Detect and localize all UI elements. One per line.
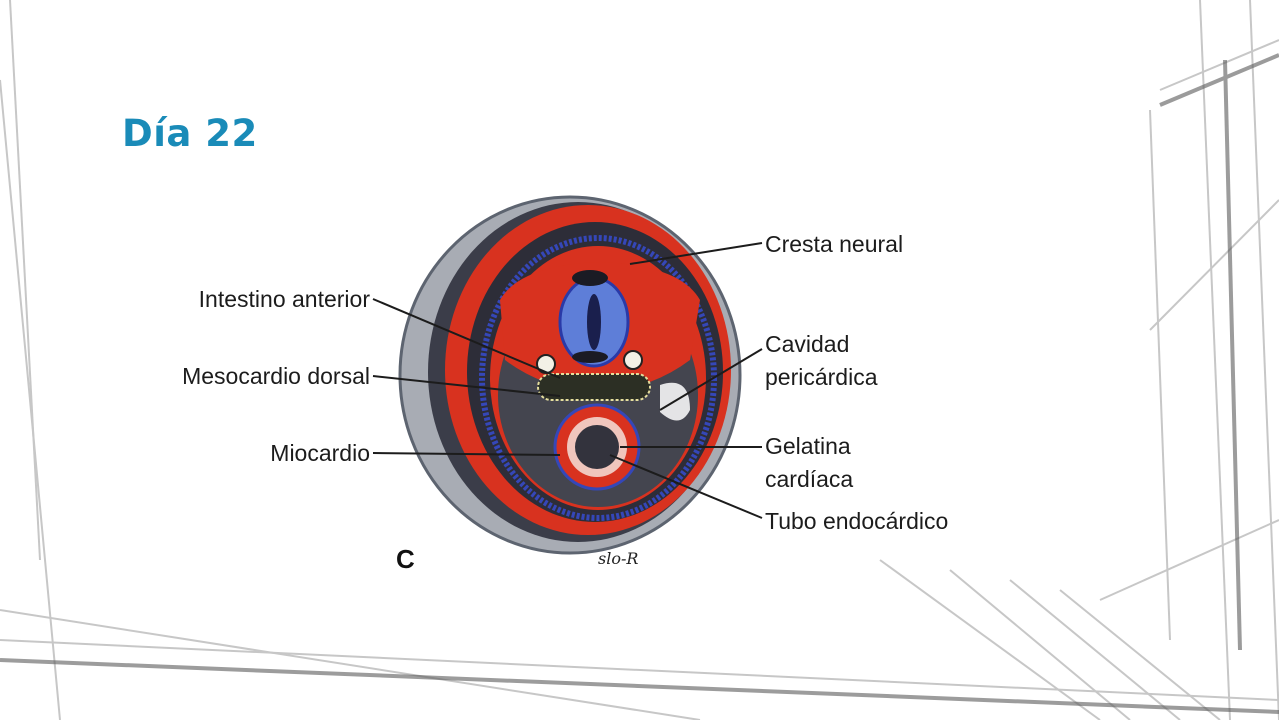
label-cavidad-pericardica-line2: pericárdica: [765, 364, 878, 390]
label-gelatina-cardiaca-line2: cardíaca: [765, 466, 853, 492]
leader-lines: [372, 242, 763, 519]
label-gelatina-cardiaca-line1: Gelatina: [765, 433, 851, 459]
label-tubo-endocardico: Tubo endocárdico: [765, 508, 948, 534]
label-intestino-anterior: Intestino anterior: [199, 286, 371, 312]
label-cresta-neural: Cresta neural: [765, 231, 903, 257]
embryo-illustration: [398, 195, 742, 555]
illustrator-signature: slo-R: [598, 549, 638, 568]
label-miocardio: Miocardio: [270, 440, 370, 466]
panel-letter: C: [396, 544, 415, 574]
label-cavidad-pericardica-line1: Cavidad: [765, 331, 849, 357]
label-mesocardio-dorsal: Mesocardio dorsal: [182, 363, 370, 389]
slide-title: Día 22: [122, 112, 258, 155]
